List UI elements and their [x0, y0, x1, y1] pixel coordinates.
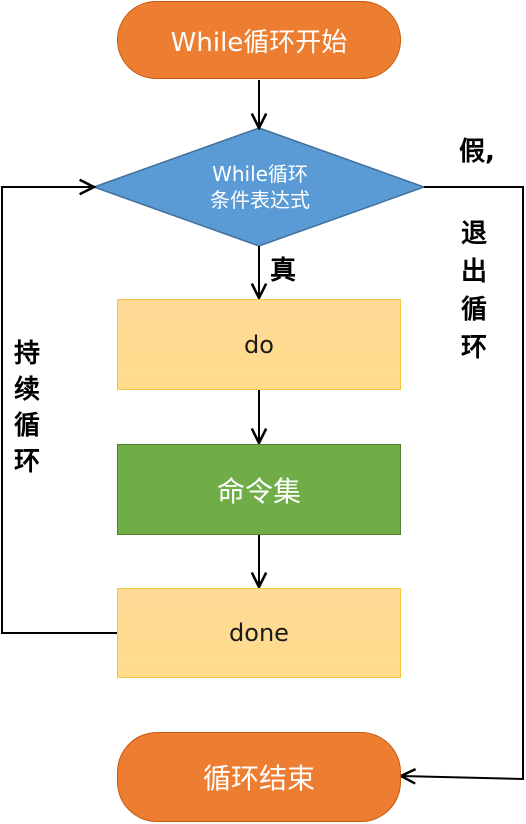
false-edge-label-head: 假, — [459, 137, 495, 167]
condition-label-line2: 条件表达式 — [210, 188, 310, 212]
false-edge-char: 出 — [460, 257, 487, 287]
end-label: 循环结束 — [202, 762, 315, 795]
start-terminal: While循环开始 — [117, 1, 401, 79]
false-edge-char: 环 — [460, 333, 487, 363]
loop-edge-char: 环 — [13, 447, 40, 477]
commands-box: 命令集 — [117, 444, 401, 535]
start-label: While循环开始 — [170, 27, 348, 58]
done-label: done — [229, 619, 289, 647]
edge-condition-false-to-end — [401, 186, 524, 779]
edge-done-loop-back — [1, 187, 117, 634]
done-box: done — [117, 588, 401, 678]
condition-label-line1: While循环 — [212, 162, 308, 186]
loop-edge-label-vertical: 持 续 循 环 — [12, 336, 42, 480]
do-label: do — [244, 330, 274, 359]
condition-text: While循环 条件表达式 — [160, 154, 360, 220]
true-edge-label: 真 — [270, 256, 297, 286]
false-edge-label-vertical: 退 出 循 环 — [459, 215, 489, 367]
commands-label: 命令集 — [216, 474, 301, 508]
loop-edge-char: 循 — [13, 411, 40, 441]
loop-edge-char: 持 — [13, 339, 40, 369]
false-edge-char: 退 — [460, 219, 487, 249]
do-box: do — [117, 299, 401, 390]
end-terminal: 循环结束 — [117, 732, 401, 822]
loop-edge-char: 续 — [13, 375, 40, 405]
false-edge-char: 循 — [460, 295, 487, 325]
